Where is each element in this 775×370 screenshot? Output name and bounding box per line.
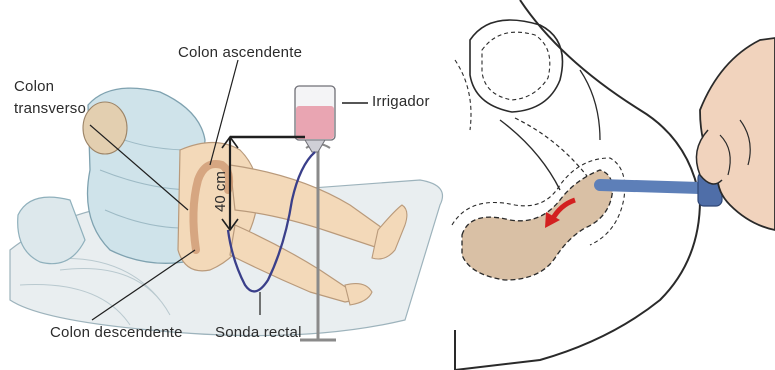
label-colon-ascendente: Colon ascendente	[178, 44, 302, 61]
pillow	[18, 197, 85, 264]
label-colon-transverso-2: transverso	[14, 100, 86, 117]
label-colon-descendente: Colon descendente	[50, 324, 183, 341]
irrigator-fluid	[296, 106, 334, 139]
label-sonda-rectal: Sonda rectal	[215, 324, 302, 341]
label-height-40cm: 40 cm	[212, 171, 229, 212]
patient-head	[83, 102, 127, 154]
label-colon-transverso-1: Colon	[14, 78, 54, 95]
rectal-probe	[600, 185, 700, 188]
label-irrigador: Irrigador	[372, 93, 430, 110]
